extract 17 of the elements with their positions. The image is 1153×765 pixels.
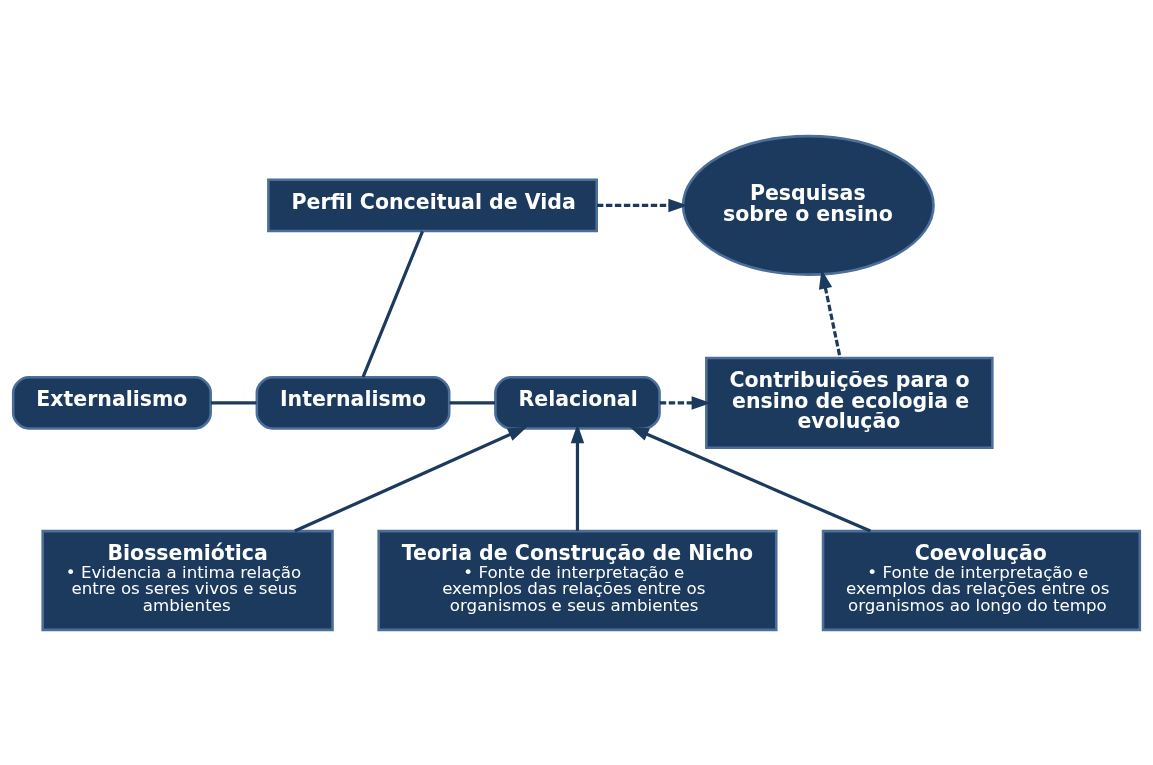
node-box: Perfil Conceitual de Vida	[267, 177, 598, 232]
arrow	[818, 269, 842, 358]
node-ellipse: Pesquisas sobre o ensino	[681, 134, 935, 276]
arrow	[659, 395, 711, 410]
node-box: Internalismo	[255, 375, 451, 430]
arrow	[629, 426, 871, 533]
node-box: Relacional	[494, 375, 661, 430]
connector	[361, 230, 424, 378]
connector	[449, 400, 495, 404]
connector	[210, 400, 257, 404]
arrow	[294, 426, 528, 533]
node-box: Biossemiótica • Evidencia a intima relação entre os seres vivos e seus ambientes	[41, 529, 334, 631]
node-box: Externalismo	[11, 375, 212, 430]
node-box: Teoria de Construção de Nicho • Fonte de interpretação e exemplos das relações entre os organismos e seus ambientes	[377, 529, 778, 631]
arrow	[596, 198, 688, 212]
node-box: Contribuições para o ensino de ecologia e evolução	[705, 356, 994, 449]
node-box: Coevolução • Fonte de interpretação e exemplos das relações entre os organismos ao longo do tempo	[821, 529, 1142, 631]
